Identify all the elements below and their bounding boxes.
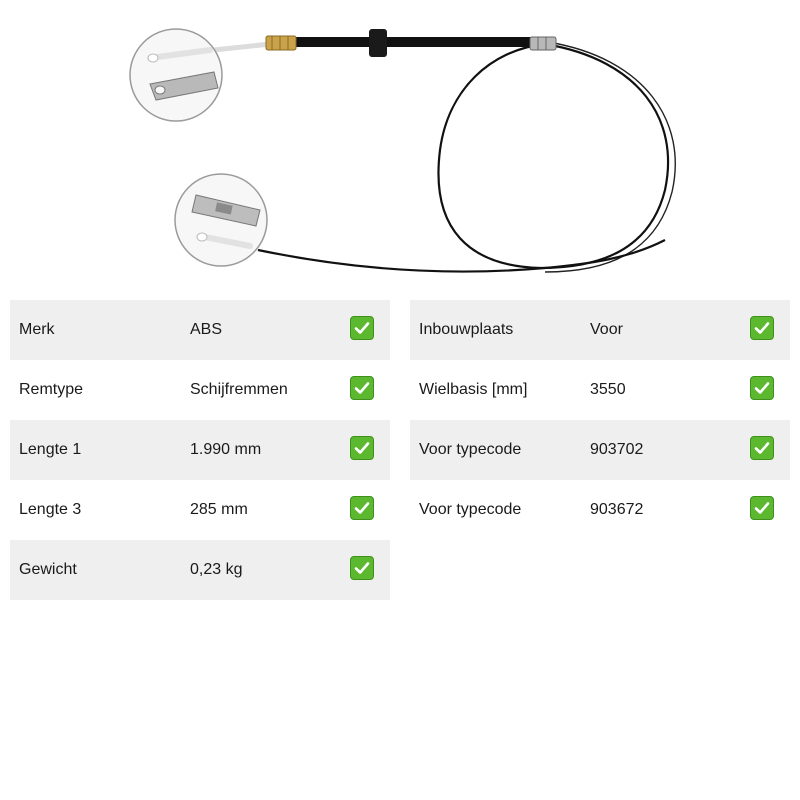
brake-cable-image [129, 28, 676, 273]
spec-label: Gewicht [19, 561, 77, 578]
spec-label: Lengte 1 [19, 441, 82, 458]
spec-table-right: Inbouwplaats Voor Wielbasis [mm] 3550 Vo… [410, 300, 790, 540]
spec-label: Remtype [19, 381, 84, 398]
check-icon [750, 496, 774, 520]
spec-value: Schijfremmen [190, 381, 288, 398]
spec-row-wielbasis: Wielbasis [mm] 3550 [410, 360, 790, 420]
spec-label: Inbouwplaats [419, 321, 514, 338]
spec-value: ABS [190, 321, 223, 338]
spec-label: Merk [19, 321, 55, 338]
spec-label: Wielbasis [mm] [419, 381, 528, 398]
spec-row-remtype: Remtype Schijfremmen [10, 360, 390, 420]
spec-table-left: Merk ABS Remtype Schijfremmen Lengte 1 1… [10, 300, 390, 600]
spec-value: Voor [590, 321, 623, 338]
check-icon [750, 316, 774, 340]
spec-row-gewicht: Gewicht 0,23 kg [10, 540, 390, 600]
spec-row-lengte-1: Lengte 1 1.990 mm [10, 420, 390, 480]
spec-row-inbouwplaats: Inbouwplaats Voor [410, 300, 790, 360]
spec-row-typecode-1: Voor typecode 903702 [410, 420, 790, 480]
spec-value: 903672 [590, 501, 644, 518]
spec-value: 3550 [590, 381, 626, 398]
check-icon [350, 556, 374, 580]
spec-value: 0,23 kg [190, 561, 243, 578]
spec-value: 285 mm [190, 501, 248, 518]
spec-label: Voor typecode [419, 441, 522, 458]
spec-row-lengte-3: Lengte 3 285 mm [10, 480, 390, 540]
spec-label: Voor typecode [419, 501, 522, 518]
check-icon [350, 376, 374, 400]
spec-value: 903702 [590, 441, 644, 458]
check-icon [750, 436, 774, 460]
check-icon [350, 436, 374, 460]
spec-label: Lengte 3 [19, 501, 82, 518]
check-icon [350, 316, 374, 340]
spec-value: 1.990 mm [190, 441, 262, 458]
check-icon [750, 376, 774, 400]
spec-row-typecode-2: Voor typecode 903672 [410, 480, 790, 540]
check-icon [350, 496, 374, 520]
spec-row-merk: Merk ABS [10, 300, 390, 360]
